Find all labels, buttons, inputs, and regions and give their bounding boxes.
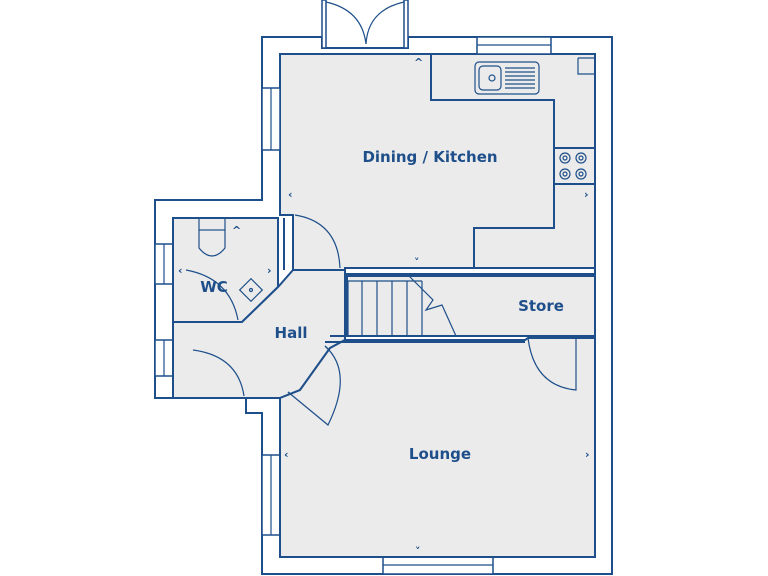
hob-icon — [559, 152, 587, 180]
dimension-marker: › — [267, 264, 272, 277]
room-label-lounge: Lounge — [408, 445, 472, 463]
room-label-dining-kitchen: Dining / Kitchen — [362, 148, 498, 166]
room-label-store: Store — [518, 297, 564, 315]
room-label-wc: WC — [200, 278, 228, 296]
dimension-marker: ˅ — [415, 545, 421, 558]
window-top — [476, 36, 552, 55]
dimension-marker: › — [585, 448, 590, 461]
dimension-marker: ‹ — [178, 264, 183, 277]
dimension-marker: ^ — [232, 224, 241, 237]
window-wc — [154, 243, 174, 285]
front-door-swing — [192, 349, 245, 397]
window-hall — [154, 339, 174, 377]
corner-unit — [577, 57, 594, 75]
room-lounge: ‹ › ˅ — [279, 337, 596, 558]
interior-walls — [277, 54, 596, 557]
dimension-marker: ‹ — [284, 448, 289, 461]
dimension-marker: ^ — [414, 56, 423, 69]
sink-icon — [474, 61, 540, 95]
window-left-upper — [261, 87, 281, 151]
french-doors — [321, 0, 409, 49]
wc-door-swing — [185, 269, 239, 321]
kitchen-door-swing — [294, 214, 341, 269]
window-left-lower — [261, 454, 281, 536]
toilet-icon — [198, 217, 226, 257]
dimension-marker: ‹ — [288, 188, 293, 201]
room-label-hall: Hall — [274, 324, 308, 342]
window-bottom — [382, 556, 494, 575]
dimension-marker: ˅ — [414, 256, 420, 269]
basin-icon — [238, 277, 264, 303]
dimension-marker: › — [584, 188, 589, 201]
